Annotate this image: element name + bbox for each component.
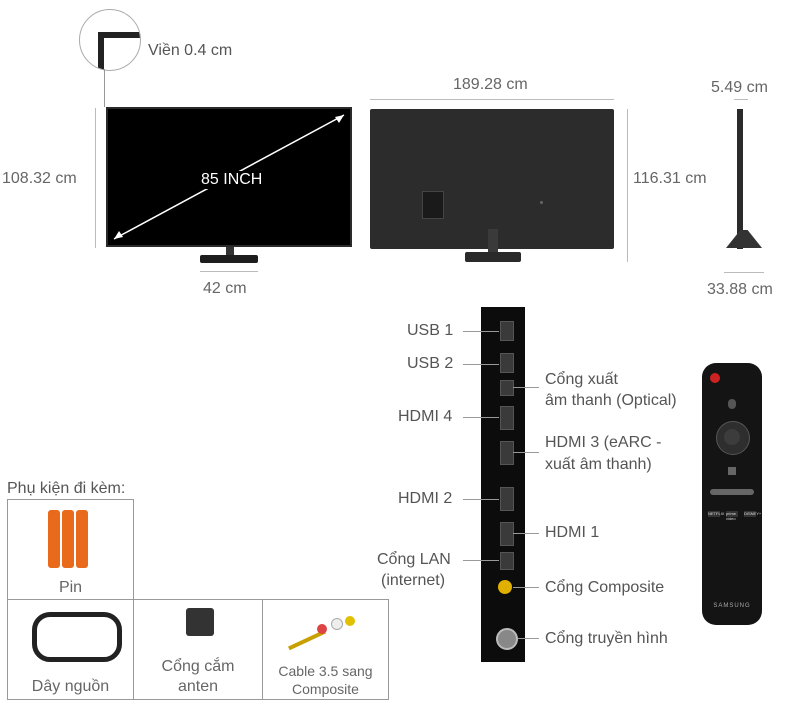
hdmi3-port: [500, 441, 514, 465]
composite-cable-label-2: Composite: [292, 681, 359, 697]
back-panel-module: [422, 191, 444, 219]
bezel-zoom-circle: [79, 9, 141, 71]
diagonal-label: 85 INCH: [198, 171, 266, 189]
app-button-1: NETFLIX: [708, 511, 725, 517]
app-button-2: prime video: [726, 511, 738, 521]
back-height-line: [627, 109, 628, 262]
antenna-adapter-label-2: anten: [177, 678, 219, 695]
front-stand-neck: [226, 247, 234, 255]
usb1-port: [500, 321, 514, 341]
hdmi4-port: [500, 406, 514, 430]
bezel-leader-line: [104, 69, 105, 107]
app-button-3: DISNEY+: [744, 511, 762, 517]
usb2-label: USB 2: [407, 355, 454, 372]
front-stand-dim-line: [200, 271, 258, 272]
back-width-line: [370, 99, 614, 100]
composite-cable-icon: [287, 612, 367, 652]
lan-connector: [463, 560, 499, 561]
home-icon: [728, 467, 736, 475]
antenna-label: Cổng truyền hình: [545, 630, 668, 647]
back-panel-dot: [540, 201, 543, 204]
bezel-corner: [98, 32, 140, 70]
front-height-label: 108.32 cm: [2, 170, 77, 187]
tv-side: [737, 109, 743, 249]
hdmi2-label: HDMI 2: [398, 490, 453, 507]
power-cord-icon: [32, 612, 122, 662]
side-stand-depth-label: 33.88 cm: [707, 281, 773, 298]
hdmi3-connector: [513, 452, 539, 453]
battery-icon: [48, 510, 88, 570]
composite-cable-label-1: Cable 3.5 sang: [278, 663, 373, 679]
side-stand-line: [724, 272, 764, 273]
lan-label-2: (internet): [381, 572, 446, 589]
bezel-label: Viền 0.4 cm: [148, 42, 233, 59]
remote-control: NETFLIX prime video DISNEY+ SAMSUNG: [702, 363, 762, 625]
optical-label-1: Cổng xuất: [545, 371, 618, 388]
mic-icon: [728, 399, 736, 409]
composite-port: [498, 580, 512, 594]
volume-rocker: [710, 489, 754, 495]
battery-label: Pin: [58, 579, 83, 596]
back-width-label: 189.28 cm: [453, 76, 528, 93]
usb2-connector: [463, 364, 499, 365]
back-height-label: 116.31 cm: [633, 170, 707, 187]
side-depth-label: 5.49 cm: [711, 79, 768, 96]
nav-ring: [716, 421, 750, 455]
composite-label: Cổng Composite: [545, 579, 665, 596]
battery-cell: Pin: [7, 499, 134, 600]
composite-cable-cell: Cable 3.5 sang Composite: [262, 599, 389, 700]
power-button-icon: [710, 373, 720, 383]
hdmi3-label-2: xuất âm thanh): [545, 456, 652, 473]
antenna-adapter-cell: Cổng cắm anten: [133, 599, 263, 700]
hdmi4-connector: [463, 417, 499, 418]
nav-center: [724, 429, 740, 445]
lan-label-1: Cổng LAN: [377, 551, 451, 568]
hdmi1-connector: [513, 533, 539, 534]
power-cord-cell: Dây nguồn: [7, 599, 134, 700]
antenna-adapter-label-1: Cổng cắm: [161, 658, 235, 675]
tv-front: 85 INCH: [106, 107, 352, 247]
tv-back: [370, 109, 614, 249]
usb2-port: [500, 353, 514, 373]
accessories-title: Phụ kiện đi kèm:: [7, 480, 126, 497]
lan-port: [500, 552, 514, 570]
hdmi3-label-1: HDMI 3 (eARC -: [545, 434, 662, 451]
hdmi2-port: [500, 487, 514, 511]
antenna-adapter-icon: [186, 608, 214, 636]
side-stand: [726, 230, 762, 248]
optical-connector: [513, 387, 539, 388]
hdmi4-label: HDMI 4: [398, 408, 453, 425]
front-height-line: [95, 108, 96, 248]
remote-brand: SAMSUNG: [713, 603, 751, 609]
usb1-label: USB 1: [407, 322, 454, 339]
back-stand-base: [465, 252, 521, 262]
antenna-port: [496, 628, 518, 650]
front-stand-label: 42 cm: [203, 280, 247, 297]
optical-port: [500, 380, 514, 396]
antenna-connector: [518, 638, 539, 639]
back-stand-neck: [488, 229, 498, 253]
hdmi1-label: HDMI 1: [545, 524, 600, 541]
front-stand-base: [200, 255, 258, 263]
power-cord-label: Dây nguồn: [31, 678, 110, 695]
hdmi1-port: [500, 522, 514, 546]
hdmi2-connector: [463, 499, 499, 500]
usb1-connector: [463, 331, 499, 332]
composite-connector: [513, 587, 539, 588]
side-depth-line: [734, 99, 748, 100]
optical-label-2: âm thanh (Optical): [545, 392, 677, 409]
